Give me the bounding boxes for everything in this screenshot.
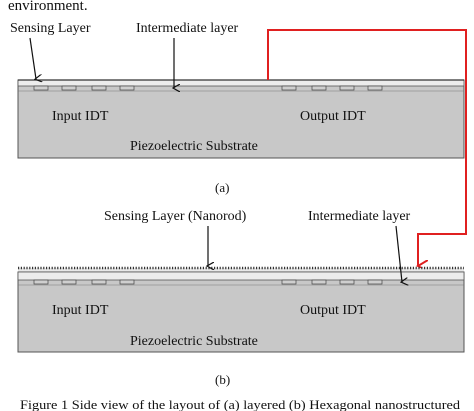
output-idt-electrodes-a bbox=[281, 85, 383, 91]
caption-b: (b) bbox=[215, 372, 230, 387]
diagram-b: Sensing Layer (Nanorod) Intermediate lay… bbox=[17, 209, 465, 387]
substrate-a bbox=[17, 79, 465, 159]
substrate-label-b: Piezoelectric Substrate bbox=[130, 334, 258, 349]
input-idt-label-b: Input IDT bbox=[52, 303, 109, 318]
sensing-layer-label-a: Sensing Layer bbox=[10, 21, 91, 36]
output-idt-label-b: Output IDT bbox=[300, 303, 366, 318]
substrate-b bbox=[17, 271, 465, 353]
intermediate-layer-label-a: Intermediate layer bbox=[136, 21, 239, 36]
input-idt-label-a: Input IDT bbox=[52, 109, 109, 124]
sensing-layer-label-b: Sensing Layer (Nanorod) bbox=[104, 209, 247, 224]
intermediate-layer-b bbox=[17, 271, 465, 281]
output-idt-electrodes-b bbox=[281, 279, 383, 285]
diagram-a: Sensing Layer Intermediate layer Input I… bbox=[10, 21, 465, 195]
red-connector-arrow bbox=[267, 29, 467, 266]
intermediate-layer-a bbox=[17, 79, 465, 87]
intermediate-layer-label-b: Intermediate layer bbox=[308, 209, 411, 224]
input-idt-electrodes-a bbox=[33, 85, 135, 91]
nanorod-layer-b bbox=[18, 266, 464, 272]
figure-caption-fragment: Figure 1 Side view of the layout of (a) … bbox=[20, 397, 461, 411]
substrate-label-a: Piezoelectric Substrate bbox=[130, 139, 258, 154]
output-idt-label-a: Output IDT bbox=[300, 109, 366, 124]
caption-a: (a) bbox=[215, 180, 229, 195]
top-text-fragment: environment. bbox=[8, 0, 88, 14]
input-idt-electrodes-b bbox=[33, 279, 135, 285]
sensing-layer-arrow-a bbox=[29, 37, 36, 79]
intermediate-layer-arrow-b bbox=[395, 225, 402, 282]
